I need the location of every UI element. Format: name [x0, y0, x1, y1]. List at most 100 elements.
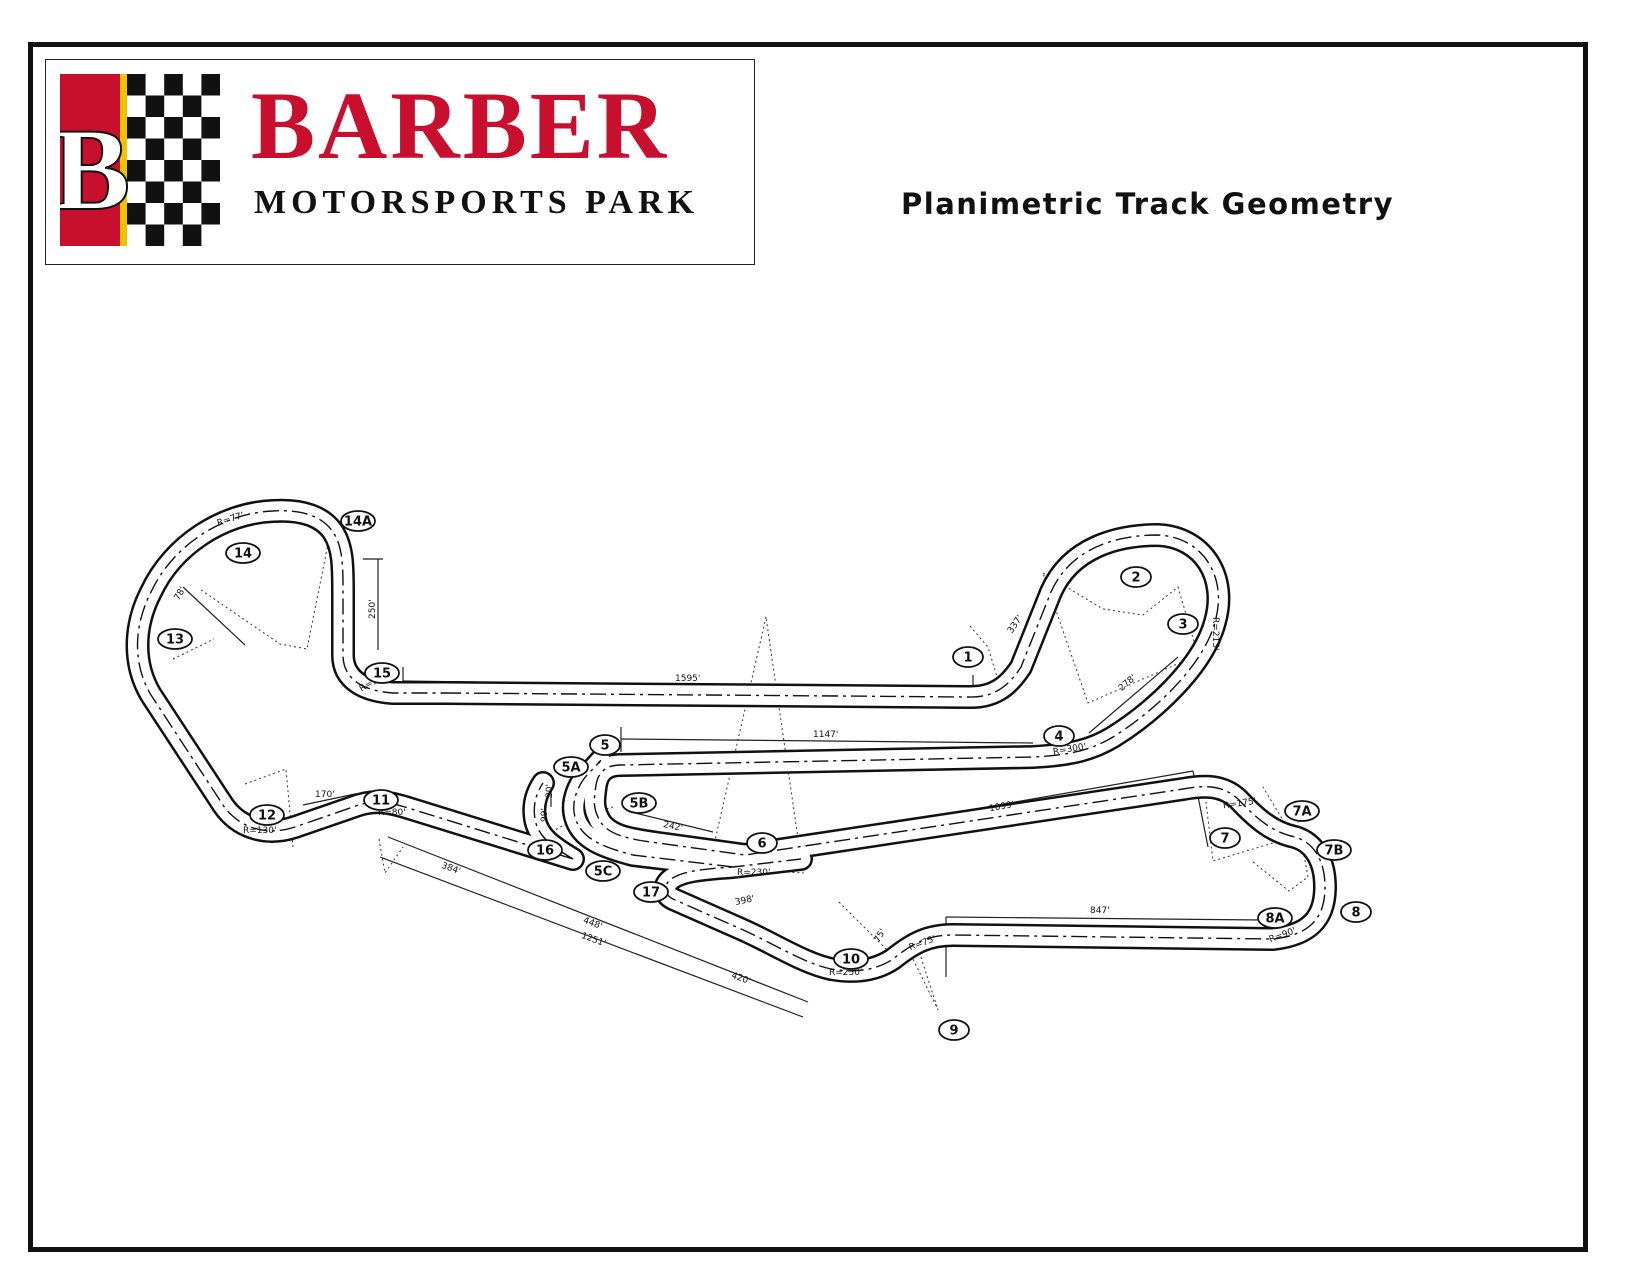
- turn-label: 4: [1054, 730, 1063, 745]
- checker-square: [164, 117, 184, 139]
- dim-250: 250': [368, 599, 378, 619]
- dim-r80: R=80': [378, 808, 406, 818]
- dim-170: 170': [315, 790, 335, 800]
- turn-label: 14A: [344, 515, 372, 530]
- turn-oval: [621, 792, 657, 814]
- dim-r130: R=130': [243, 826, 276, 836]
- checker-square: [201, 138, 220, 161]
- checker-square: [201, 74, 220, 96]
- turn-oval: [340, 510, 376, 532]
- turn-marker: 2: [1120, 566, 1152, 588]
- dim-398: 398': [734, 894, 755, 908]
- turn-label: 13: [166, 633, 184, 648]
- turn-oval: [1120, 566, 1152, 588]
- dim-420: 420': [730, 971, 752, 987]
- turn-marker: 8: [1340, 901, 1372, 923]
- checker-square: [127, 203, 146, 225]
- dim-r213: R=213': [1210, 617, 1220, 650]
- checker-square: [127, 117, 146, 139]
- checker-square: [164, 203, 184, 225]
- checker-square: [201, 117, 220, 139]
- checker-square: [145, 224, 165, 246]
- turn-marker: 10: [833, 948, 869, 970]
- logo-letter: B: [60, 104, 130, 235]
- turn-marker: 4: [1043, 725, 1075, 747]
- turn-oval: [1043, 725, 1075, 747]
- turn-marker: 8A: [1257, 907, 1293, 929]
- turn-oval: [553, 756, 589, 778]
- turn-oval: [1167, 613, 1199, 635]
- turn-oval: [589, 734, 621, 756]
- turn-oval: [249, 804, 285, 826]
- turn-oval: [952, 646, 984, 668]
- checker-square: [127, 95, 146, 118]
- dim-448: 448': [582, 916, 604, 932]
- turn-marker: 15: [364, 662, 400, 684]
- turn-oval: [1316, 839, 1352, 861]
- checker-square: [145, 203, 165, 225]
- dim-384: 384': [440, 861, 462, 877]
- dim-1595: 1595': [675, 674, 700, 684]
- dim-r230-6: R=230': [737, 868, 770, 878]
- brand-name: BARBER: [251, 72, 670, 179]
- turn-oval: [1340, 901, 1372, 923]
- turn-label: 8: [1351, 906, 1360, 921]
- checker-square: [182, 203, 202, 225]
- checker-square: [145, 181, 165, 204]
- checker-square: [127, 224, 146, 246]
- turn-oval: [633, 881, 669, 903]
- turn-label: 3: [1178, 618, 1187, 633]
- turn-marker: 16: [527, 839, 563, 861]
- checker-square: [145, 138, 165, 161]
- turn-label: 14: [234, 547, 252, 562]
- turn-label: 5B: [630, 797, 649, 812]
- checker-square: [145, 160, 165, 182]
- turn-label: 5: [600, 739, 609, 754]
- checker-square: [127, 181, 146, 204]
- dim-30: 30': [545, 784, 555, 798]
- turn-label: 1: [963, 651, 972, 666]
- turn-marker: 5B: [621, 792, 657, 814]
- checker-square: [164, 95, 184, 118]
- turn-oval: [363, 789, 399, 811]
- dim-r250: R=250': [829, 968, 862, 978]
- turn-marker: 6: [746, 832, 778, 854]
- checker-square: [164, 224, 184, 246]
- turn-marker: 7A: [1284, 800, 1320, 822]
- checker-square: [164, 74, 184, 96]
- turn-oval: [938, 1019, 970, 1041]
- turn-label: 16: [536, 844, 554, 859]
- turn-oval: [1257, 907, 1293, 929]
- logo-box: B BARBER MOTORSPORTS PARK: [45, 59, 755, 265]
- checker-square: [182, 181, 202, 204]
- checker-square: [201, 224, 220, 246]
- dim-r175: R=175': [1222, 797, 1257, 812]
- turn-marker: 11: [363, 789, 399, 811]
- turn-oval: [225, 542, 261, 564]
- turn-oval: [364, 662, 400, 684]
- turn-marker: 9: [938, 1019, 970, 1041]
- checker-square: [127, 74, 146, 96]
- checker-square: [145, 117, 165, 139]
- turn-oval: [157, 628, 193, 650]
- turn-oval: [585, 860, 621, 882]
- dim-75: 75': [873, 927, 889, 944]
- turn-marker: 5: [589, 734, 621, 756]
- turn-marker: 14A: [340, 510, 376, 532]
- turn-marker: 7: [1209, 827, 1241, 849]
- checker-square: [182, 138, 202, 161]
- turn-label: 7: [1220, 832, 1229, 847]
- turn-marker: 13: [157, 628, 193, 650]
- checker-square: [145, 74, 165, 96]
- checker-square: [164, 160, 184, 182]
- checker-square: [182, 95, 202, 118]
- checker-square: [201, 203, 220, 225]
- turn-marker: 5C: [585, 860, 621, 882]
- dim-847: 847': [1090, 906, 1110, 916]
- dim-242: 242': [662, 820, 683, 834]
- brand-subtitle: MOTORSPORTS PARK: [254, 184, 699, 221]
- turn-oval: [527, 839, 563, 861]
- turn-marker: 3: [1167, 613, 1199, 635]
- turn-label: 17: [642, 886, 660, 901]
